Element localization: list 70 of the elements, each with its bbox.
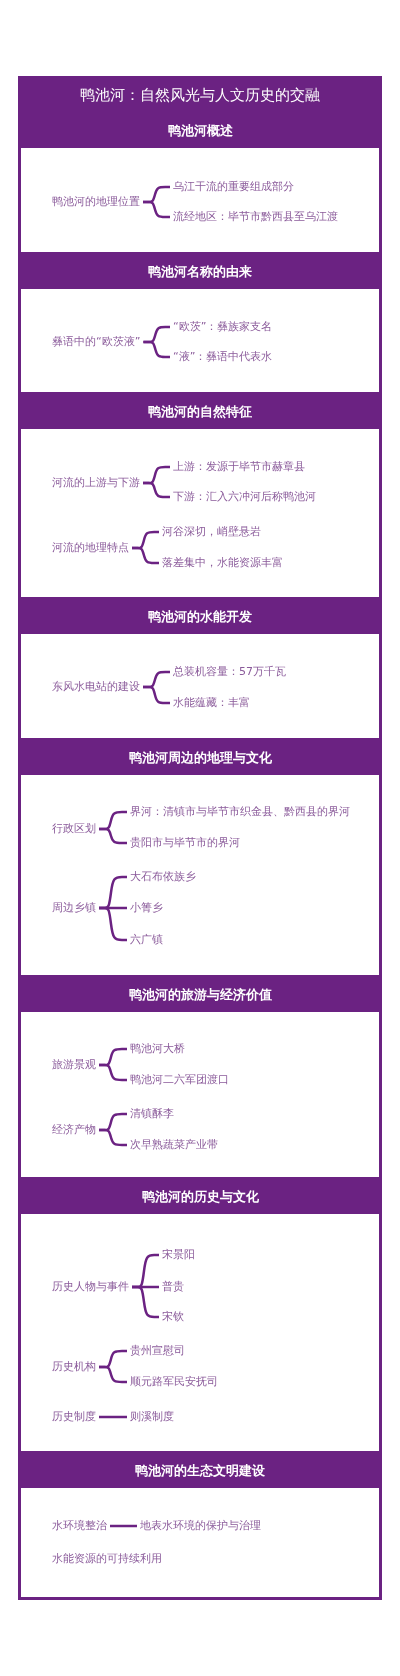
topic-text: 大石布依族乡 bbox=[130, 870, 196, 884]
topic-text: 河谷深切，峭壁悬岩 bbox=[162, 525, 261, 539]
section-heading: 鸭池河周边的地理与文化 bbox=[128, 749, 272, 767]
section-panel bbox=[18, 1180, 382, 1454]
connector bbox=[143, 340, 171, 359]
topic-text: 界河：清镇市与毕节市织金县、黔西县的界河 bbox=[130, 805, 350, 819]
section-panel bbox=[18, 600, 382, 741]
topic-text: “液”：彝语中代表水 bbox=[173, 350, 273, 364]
topic-text: 上游：发源于毕节市赫章县 bbox=[173, 460, 305, 474]
topic-text: 彝语中的“欧茨液” bbox=[52, 335, 141, 349]
topic-text: 次早熟蔬菜产业带 bbox=[130, 1138, 218, 1152]
topic-text: 则溪制度 bbox=[130, 1410, 174, 1424]
topic-text: 宋景阳 bbox=[162, 1248, 195, 1262]
section-panel bbox=[18, 114, 382, 255]
connector bbox=[98, 906, 128, 942]
topic-text: 贵阳市与毕节市的界河 bbox=[130, 836, 240, 850]
topic-text: 六广镇 bbox=[130, 933, 163, 947]
topic-text: 落差集中，水能资源丰富 bbox=[162, 556, 283, 570]
topic-text: 经济产物 bbox=[52, 1123, 96, 1137]
connector bbox=[131, 546, 160, 565]
section-heading: 鸭池河的旅游与经济价值 bbox=[128, 986, 272, 1004]
connector bbox=[142, 200, 171, 219]
section-heading: 鸭池河的历史与文化 bbox=[141, 1188, 259, 1206]
topic-text: 水能资源的可持续利用 bbox=[52, 1552, 162, 1566]
section-heading: 鸭池河的自然特征 bbox=[148, 403, 252, 421]
topic-text: 鸭池河的地理位置 bbox=[52, 195, 140, 209]
topic-text: 地表水环境的保护与治理 bbox=[140, 1519, 261, 1533]
topic-text: 宋钦 bbox=[162, 1310, 184, 1324]
topic-text: 行政区划 bbox=[52, 822, 96, 836]
topic-text: 普贵 bbox=[162, 1280, 184, 1294]
topic-text: 顺元路军民安抚司 bbox=[130, 1375, 218, 1389]
connector bbox=[98, 1063, 128, 1082]
topic-text: 东风水电站的建设 bbox=[52, 680, 140, 694]
section-panel bbox=[18, 395, 382, 600]
topic-text: 鸭池河二六军团渡口 bbox=[130, 1073, 229, 1087]
topic-text: 河流的地理特点 bbox=[52, 541, 129, 555]
topic-text: 水能蕴藏：丰富 bbox=[173, 696, 250, 710]
connector bbox=[98, 1128, 128, 1147]
connector bbox=[142, 685, 171, 705]
section-heading: 鸭池河的生态文明建设 bbox=[135, 1462, 265, 1480]
topic-text: 历史制度 bbox=[52, 1410, 96, 1424]
title-banner: 鸭池河：自然风光与人文历史的交融 bbox=[18, 76, 382, 114]
section-panel bbox=[18, 978, 382, 1180]
topic-text: 总装机容量：57万千瓦 bbox=[173, 665, 286, 679]
connector bbox=[98, 1365, 128, 1384]
connector bbox=[98, 827, 128, 845]
topic-text: “欧茨”：彝族家支名 bbox=[173, 320, 273, 334]
topic-text: 下游：汇入六冲河后称鸭池河 bbox=[173, 490, 316, 504]
topic-text: 乌江干流的重要组成部分 bbox=[173, 180, 294, 194]
topic-text: 历史机构 bbox=[52, 1360, 96, 1374]
topic-text: 贵州宣慰司 bbox=[130, 1344, 185, 1358]
connector bbox=[110, 1524, 137, 1528]
topic-text: 历史人物与事件 bbox=[52, 1280, 129, 1294]
topic-text: 河流的上游与下游 bbox=[52, 476, 140, 490]
section-heading: 鸭池河的水能开发 bbox=[148, 608, 252, 626]
connector bbox=[142, 481, 171, 499]
connector bbox=[99, 1415, 127, 1419]
topic-text: 鸭池河大桥 bbox=[130, 1042, 185, 1056]
section-panel bbox=[18, 255, 382, 395]
section-panel bbox=[18, 741, 382, 978]
section-heading: 鸭池河名称的由来 bbox=[148, 263, 252, 281]
topic-text: 小箐乡 bbox=[130, 901, 163, 915]
topic-text: 流经地区：毕节市黔西县至乌江渡 bbox=[173, 210, 338, 224]
topic-text: 水环境整治 bbox=[52, 1519, 107, 1533]
section-panel bbox=[18, 1454, 382, 1600]
section-heading: 鸭池河概述 bbox=[167, 122, 233, 140]
topic-text: 清镇酥李 bbox=[130, 1107, 174, 1121]
topic-text: 旅游景观 bbox=[52, 1058, 96, 1072]
connector bbox=[131, 1285, 160, 1319]
topic-text: 周边乡镇 bbox=[52, 901, 96, 915]
